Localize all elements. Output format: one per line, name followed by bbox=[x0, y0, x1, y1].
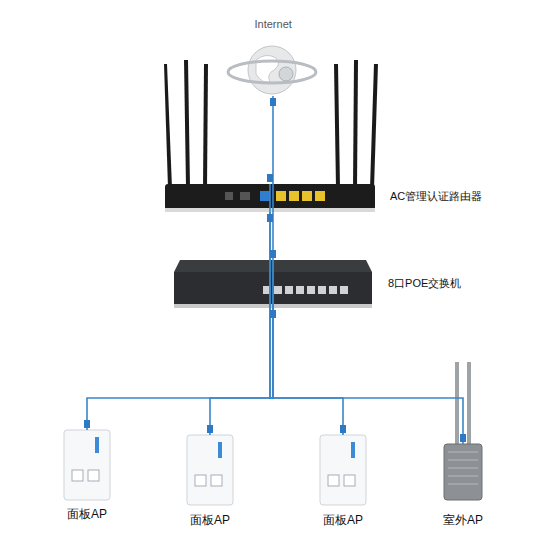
device-label: AC管理认证路由器 bbox=[390, 189, 482, 204]
cable-line bbox=[87, 308, 273, 430]
rj45-plug bbox=[267, 214, 273, 222]
device-label: 室外AP bbox=[443, 512, 483, 529]
network-cable bbox=[267, 212, 276, 398]
cable-line bbox=[270, 212, 273, 398]
network-cable bbox=[207, 308, 276, 435]
rj45-plug bbox=[267, 174, 273, 182]
rj45-plug bbox=[270, 310, 276, 318]
rj45-plug bbox=[340, 425, 346, 433]
rj45-plug bbox=[270, 98, 276, 106]
panel-ap-2 bbox=[187, 435, 233, 505]
cable-line bbox=[273, 308, 343, 435]
router-antennas bbox=[164, 60, 378, 188]
panel-ap-1 bbox=[64, 430, 110, 500]
rj45-plug bbox=[460, 434, 466, 442]
network-cable bbox=[270, 308, 466, 444]
cable-line bbox=[270, 96, 273, 398]
outdoor-ap bbox=[444, 362, 482, 500]
switch-node: 8口POE交换机 bbox=[174, 260, 372, 308]
panel-ap-node: 面板AP bbox=[320, 435, 366, 505]
device-label: Internet bbox=[255, 18, 292, 30]
router-node: AC管理认证路由器 bbox=[165, 184, 375, 212]
internet-node: Internet bbox=[228, 18, 318, 96]
rj45-plug bbox=[207, 425, 213, 433]
device-label: 8口POE交换机 bbox=[388, 276, 461, 291]
panel-ap-node: 面板AP bbox=[187, 435, 233, 505]
cable-line bbox=[273, 308, 463, 444]
device-label: 面板AP bbox=[67, 506, 107, 523]
rj45-plug bbox=[84, 420, 90, 428]
rj45-plug bbox=[270, 310, 276, 318]
panel-ap-3 bbox=[320, 435, 366, 505]
globe-icon bbox=[228, 46, 316, 94]
network-cable bbox=[267, 96, 276, 398]
rj45-plug bbox=[270, 250, 276, 258]
network-cable bbox=[84, 308, 276, 430]
rj45-plug bbox=[270, 310, 276, 318]
panel-ap-node: 面板AP bbox=[64, 430, 110, 500]
network-cable bbox=[270, 308, 346, 435]
cable-line bbox=[210, 308, 273, 435]
outdoor-ap-node: 室外AP bbox=[444, 444, 482, 500]
poe-switch bbox=[174, 260, 372, 308]
rj45-plug bbox=[270, 310, 276, 318]
router-body bbox=[165, 184, 375, 212]
device-label: 面板AP bbox=[190, 512, 230, 529]
device-label: 面板AP bbox=[323, 512, 363, 529]
